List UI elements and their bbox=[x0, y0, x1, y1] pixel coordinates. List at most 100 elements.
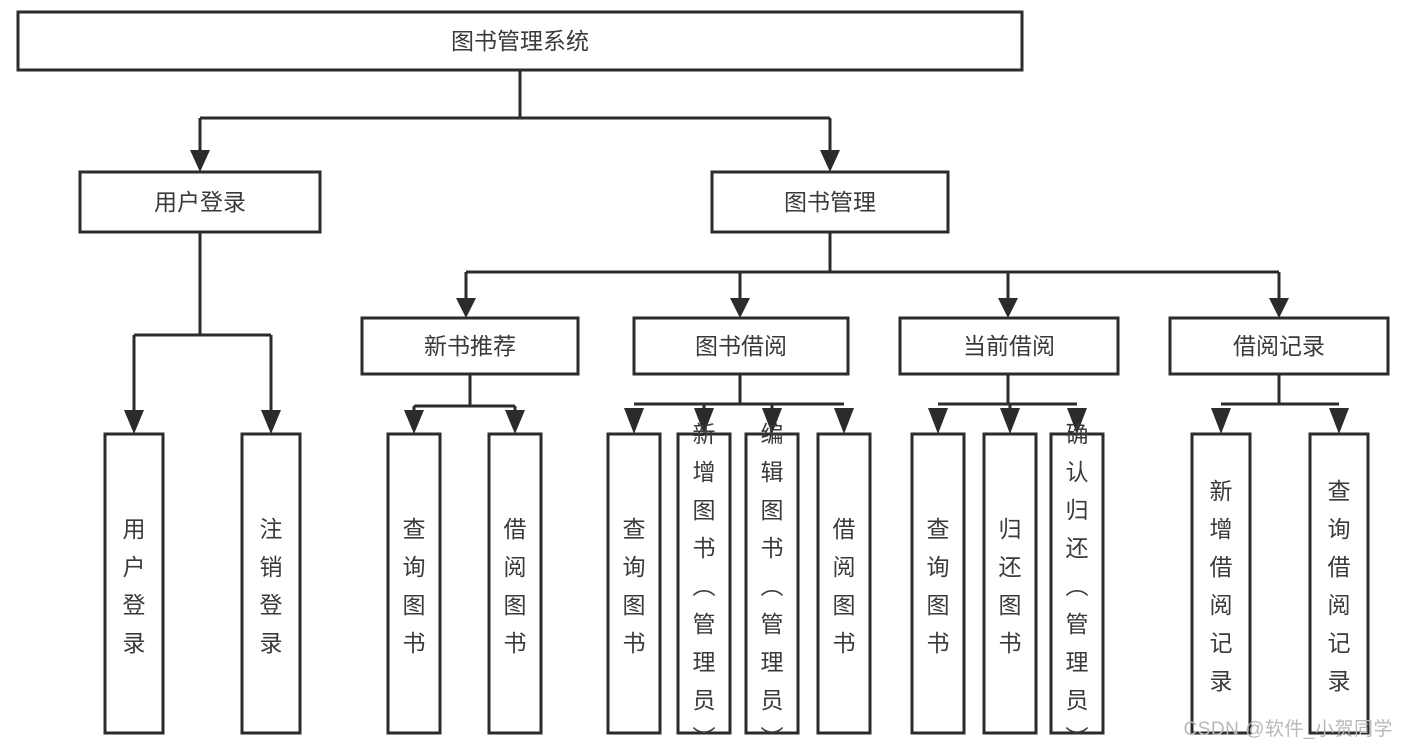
leaf-glyph: 员 bbox=[693, 687, 716, 713]
leaf-glyph: 归 bbox=[1066, 497, 1089, 523]
node-book-borrow-box[interactable] bbox=[632, 316, 850, 376]
leaf-glyph: 理 bbox=[761, 649, 784, 675]
node-book-borrow[interactable]: 图书借阅 bbox=[632, 316, 850, 376]
node-book-management-box[interactable] bbox=[710, 170, 950, 234]
leaf-glyph: 编 bbox=[761, 421, 784, 447]
node-book-borrow-label: 图书借阅 bbox=[695, 333, 787, 359]
node-current-borrow[interactable]: 当前借阅 bbox=[898, 316, 1120, 376]
leaf-glyph: 录 bbox=[123, 630, 146, 656]
leaf-glyph: 图 bbox=[999, 592, 1022, 618]
node-root-label: 图书管理系统 bbox=[451, 28, 589, 54]
leaf-glyph: 图 bbox=[403, 592, 426, 618]
leaf-glyph: 书 bbox=[833, 630, 856, 656]
node-user-login-box[interactable] bbox=[78, 170, 322, 234]
watermark-text: CSDN @软件_小贺同学 bbox=[1183, 719, 1393, 740]
node-borrow-record[interactable]: 借阅记录 bbox=[1168, 316, 1390, 376]
leaf-glyph: 归 bbox=[999, 516, 1022, 542]
leaf-glyph: 认 bbox=[1066, 459, 1089, 485]
node-borrow-record-box[interactable] bbox=[1168, 316, 1390, 376]
arrow-root-to-book-management bbox=[820, 150, 840, 172]
leaf-glyph: 书 bbox=[504, 630, 527, 656]
leaf-glyph: ︶ bbox=[693, 725, 716, 747]
leaf-glyph: 增 bbox=[693, 459, 716, 485]
leaf-logout-box[interactable] bbox=[240, 432, 302, 735]
arrow-currentborrow-to-query bbox=[928, 408, 948, 434]
leaf-text-layer: 用户登录注销登录查询图书借阅图书查询图书新增图书︵管理员︶编辑图书︵管理员︶借阅… bbox=[123, 421, 1351, 747]
leaf-glyph: 用 bbox=[123, 516, 146, 542]
leaf-glyph: 增 bbox=[1210, 516, 1233, 542]
leaf-glyph: 询 bbox=[1328, 516, 1351, 542]
leaf-glyph: 询 bbox=[623, 554, 646, 580]
leaf-glyph: 户 bbox=[123, 554, 146, 580]
leaf-glyph: 管 bbox=[761, 611, 784, 637]
leaf-glyph: 记 bbox=[1210, 630, 1233, 656]
leaf-borrow-book-2-box[interactable] bbox=[816, 432, 872, 735]
leaf-query-book-1-box[interactable] bbox=[386, 432, 442, 735]
leaf-glyph: ︶ bbox=[761, 725, 784, 747]
leaf-glyph: 查 bbox=[927, 516, 950, 542]
node-root-box[interactable] bbox=[16, 10, 1024, 72]
arrow-bookborrow-to-borrow bbox=[834, 408, 854, 434]
node-current-borrow-box[interactable] bbox=[898, 316, 1120, 376]
node-new-book-recommend-label: 新书推荐 bbox=[424, 333, 516, 359]
arrow-bookborrow-to-edit bbox=[762, 408, 782, 434]
leaf-node-layer bbox=[103, 432, 1370, 735]
leaf-glyph: 书 bbox=[761, 535, 784, 561]
leaf-return-book-box[interactable] bbox=[982, 432, 1038, 735]
leaf-query-book-3-box[interactable] bbox=[910, 432, 966, 735]
leaf-confirm-return-box[interactable] bbox=[1049, 432, 1105, 735]
leaf-glyph: 借 bbox=[1210, 554, 1233, 580]
leaf-glyph: 销 bbox=[260, 554, 283, 580]
node-book-management-label: 图书管理 bbox=[784, 189, 876, 215]
leaf-glyph: 新 bbox=[1210, 478, 1233, 504]
leaf-glyph: 阅 bbox=[833, 554, 856, 580]
leaf-edit-book-box[interactable] bbox=[744, 432, 800, 735]
leaf-glyph: 书 bbox=[927, 630, 950, 656]
leaf-glyph: 查 bbox=[1328, 478, 1351, 504]
arrow-newbook-to-query bbox=[404, 410, 424, 434]
leaf-glyph: ︵ bbox=[693, 573, 716, 599]
arrow-bm-to-new-book bbox=[456, 298, 476, 318]
leaf-glyph: 图 bbox=[833, 592, 856, 618]
arrow-user-login-to-leaf-logout bbox=[261, 410, 281, 434]
leaf-glyph: 员 bbox=[761, 687, 784, 713]
leaf-glyph: 辑 bbox=[761, 459, 784, 485]
node-book-management[interactable]: 图书管理 bbox=[710, 170, 950, 234]
leaf-query-book-2-box[interactable] bbox=[606, 432, 662, 735]
leaf-glyph: 还 bbox=[1066, 535, 1089, 561]
leaf-glyph: 新 bbox=[693, 421, 716, 447]
leaf-glyph: 理 bbox=[693, 649, 716, 675]
leaf-glyph: 阅 bbox=[1328, 592, 1351, 618]
arrow-bookborrow-to-query bbox=[624, 408, 644, 434]
leaf-query-record-box[interactable] bbox=[1308, 432, 1370, 735]
node-root[interactable]: 图书管理系统 bbox=[16, 10, 1024, 72]
leaf-glyph: 借 bbox=[833, 516, 856, 542]
leaf-glyph: 录 bbox=[260, 630, 283, 656]
node-current-borrow-label: 当前借阅 bbox=[963, 333, 1055, 359]
arrow-bookborrow-to-add bbox=[694, 408, 714, 434]
leaf-add-book-box[interactable] bbox=[676, 432, 732, 735]
leaf-glyph: 录 bbox=[1328, 668, 1351, 694]
leaf-add-record-box[interactable] bbox=[1190, 432, 1252, 735]
leaf-glyph: 理 bbox=[1066, 649, 1089, 675]
leaf-glyph: ︵ bbox=[761, 573, 784, 599]
leaf-glyph: 图 bbox=[693, 497, 716, 523]
leaf-glyph: 录 bbox=[1210, 668, 1233, 694]
leaf-borrow-book-1-box[interactable] bbox=[487, 432, 543, 735]
node-new-book-recommend[interactable]: 新书推荐 bbox=[360, 316, 580, 376]
node-new-book-recommend-box[interactable] bbox=[360, 316, 580, 376]
leaf-glyph: 员 bbox=[1066, 687, 1089, 713]
node-user-login[interactable]: 用户登录 bbox=[78, 170, 322, 234]
arrow-currentborrow-to-return bbox=[1000, 408, 1020, 434]
leaf-user-login-box[interactable] bbox=[103, 432, 165, 735]
leaf-glyph: 记 bbox=[1328, 630, 1351, 656]
